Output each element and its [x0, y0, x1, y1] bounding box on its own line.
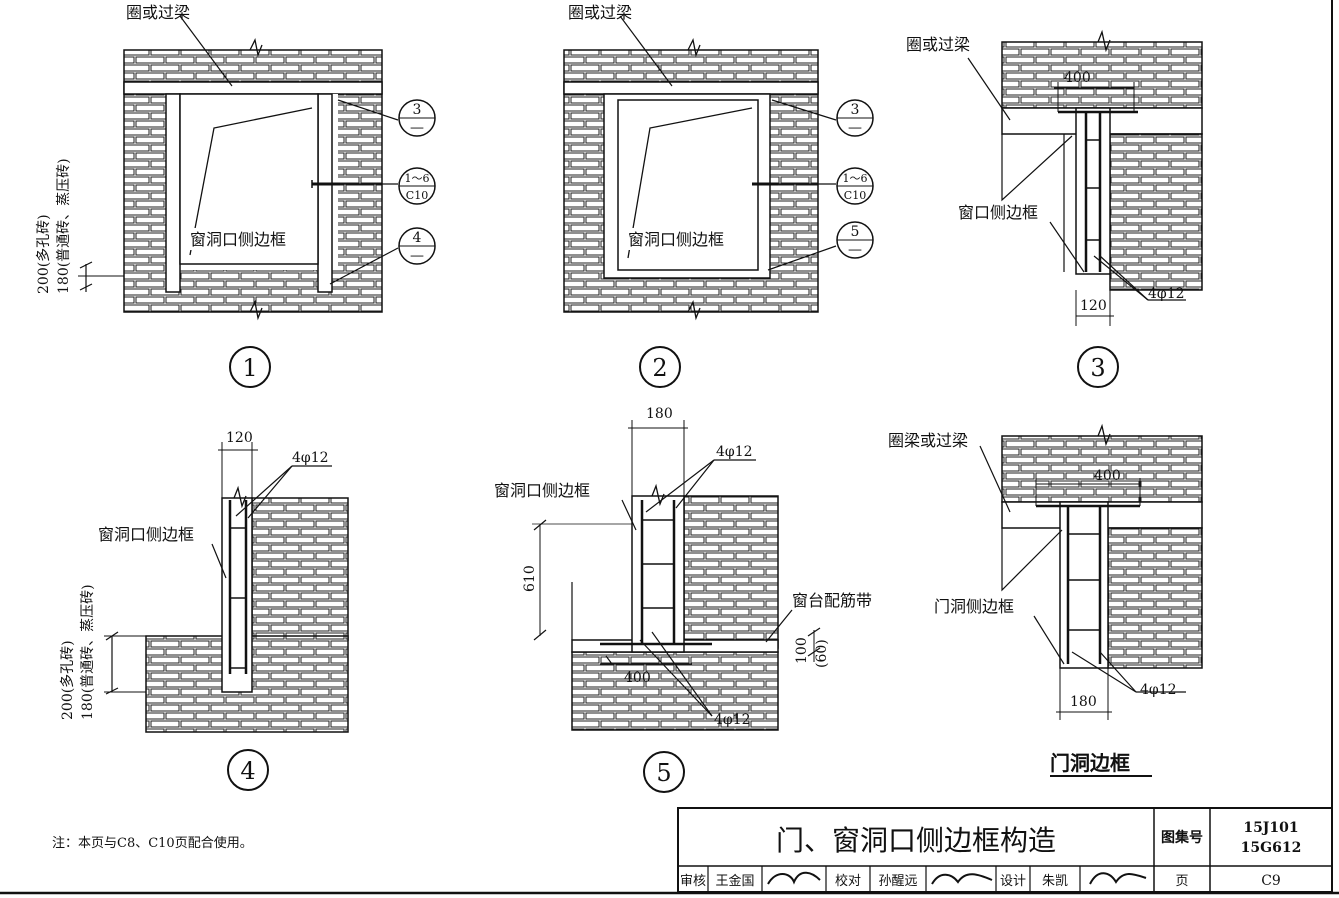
detail-1-callout-b-num: 1～6	[405, 172, 430, 185]
detail-5-dim-180: 180	[646, 406, 673, 422]
designer-name: 朱凯	[1042, 874, 1068, 889]
detail-2-frame-label: 窗洞口侧边框	[628, 230, 724, 249]
detail-2-number: 2	[652, 354, 667, 382]
detail-3: 圈或过梁 400 窗口侧边框 4φ12 120 3	[906, 29, 1203, 388]
detail-3-dim-120: 120	[1080, 298, 1107, 314]
reviewer-name: 王金国	[715, 873, 754, 889]
detail-5-dim-400: 400	[624, 670, 651, 686]
detail-4-number: 4	[240, 757, 255, 785]
detail-4-dim-200: 200(多孔砖)	[59, 640, 76, 720]
detail-2-callout-b-num: 1～6	[843, 172, 868, 185]
detail-2: 圈或过梁 窗洞口侧边框 3 — 1～6 C10 5 — 2	[563, 3, 874, 388]
detail-5-frame-label: 窗洞口侧边框	[494, 481, 590, 500]
detail-3-rebar: 4φ12	[1148, 286, 1185, 302]
detail-1-beam-label: 圈或过梁	[126, 3, 190, 22]
check-label: 校对	[835, 873, 861, 889]
page-number: C9	[1261, 873, 1281, 889]
design-label: 设计	[1000, 874, 1026, 889]
detail-1: 圈或过梁 窗洞口侧边框 3 — 1～6 C10 4 — 200(多孔砖) 180…	[35, 3, 436, 388]
detail-5-dim-60: (60)	[814, 639, 830, 668]
detail-2-callout-a-sub: —	[848, 120, 862, 136]
checker-signature	[931, 873, 993, 885]
detail-5: 180 4φ12 窗洞口侧边框 610 窗台配筋带 100 (60) 400 4…	[494, 406, 872, 793]
detail-1-dim-180: 180(普通砖、蒸压砖)	[56, 158, 72, 294]
detail-2-callout-c-sub: —	[848, 242, 862, 258]
detail-5-dim-610: 610	[522, 565, 538, 592]
reviewer-signature	[767, 871, 821, 885]
door-beam-label: 圈梁或过梁	[888, 431, 968, 450]
detail-5-sill-label: 窗台配筋带	[792, 591, 872, 610]
detail-1-callout-c-sub: —	[410, 248, 424, 264]
atlas-label: 图集号	[1161, 829, 1203, 846]
detail-5-number: 5	[656, 759, 671, 787]
detail-1-callout-a-sub: —	[410, 120, 424, 136]
detail-4-dim-120: 120	[226, 430, 253, 446]
checker-name: 孙醒远	[878, 874, 917, 889]
detail-door: 圈梁或过梁 400 门洞侧边框 4φ12 180 门洞边框	[888, 423, 1203, 777]
sheet-title: 门、窗洞口侧边框构造	[776, 824, 1056, 857]
detail-4: 120 4φ12 窗洞口侧边框 200(多孔砖) 180(普通砖、蒸压砖) 4	[59, 430, 349, 791]
detail-1-callout-b-sub: C10	[406, 189, 428, 202]
detail-3-beam-label: 圈或过梁	[906, 35, 970, 54]
detail-2-callout-a-num: 3	[851, 102, 860, 118]
page-label: 页	[1175, 874, 1188, 889]
detail-2-beam-label: 圈或过梁	[568, 3, 632, 22]
detail-3-frame-label: 窗口侧边框	[958, 203, 1038, 222]
detail-3-number: 3	[1090, 354, 1105, 382]
door-title: 门洞边框	[1050, 751, 1130, 775]
detail-4-dim-180: 180(普通砖、蒸压砖)	[80, 584, 96, 720]
detail-1-number: 1	[242, 354, 257, 382]
atlas-number-1: 15J101	[1243, 820, 1298, 836]
detail-1-frame-label: 窗洞口侧边框	[190, 230, 286, 249]
door-rebar: 4φ12	[1140, 682, 1177, 698]
door-dim-400: 400	[1094, 468, 1121, 484]
door-dim-180: 180	[1070, 694, 1097, 710]
detail-1-callout-a-num: 3	[413, 102, 422, 118]
detail-5-rebar-top: 4φ12	[716, 444, 753, 460]
atlas-number-2: 15G612	[1241, 840, 1302, 856]
detail-4-rebar: 4φ12	[292, 450, 329, 466]
detail-2-callout-b-sub: C10	[844, 189, 866, 202]
footnote: 注：本页与C8、C10页配合使用。	[52, 836, 253, 851]
detail-2-callout-c-num: 5	[851, 224, 860, 240]
detail-5-rebar-bottom: 4φ12	[714, 712, 751, 728]
detail-3-dim-400: 400	[1064, 70, 1091, 86]
detail-4-frame-label: 窗洞口侧边框	[98, 525, 194, 544]
detail-5-dim-100: 100	[794, 637, 810, 664]
door-frame-label: 门洞侧边框	[934, 597, 1014, 616]
designer-signature	[1089, 872, 1147, 885]
detail-1-dim-200: 200(多孔砖)	[35, 214, 52, 294]
title-block: 门、窗洞口侧边框构造 图集号 15J101 15G612 审核 王金国 校对 孙…	[677, 807, 1333, 893]
review-label: 审核	[680, 874, 706, 889]
detail-1-callout-c-num: 4	[413, 230, 422, 246]
